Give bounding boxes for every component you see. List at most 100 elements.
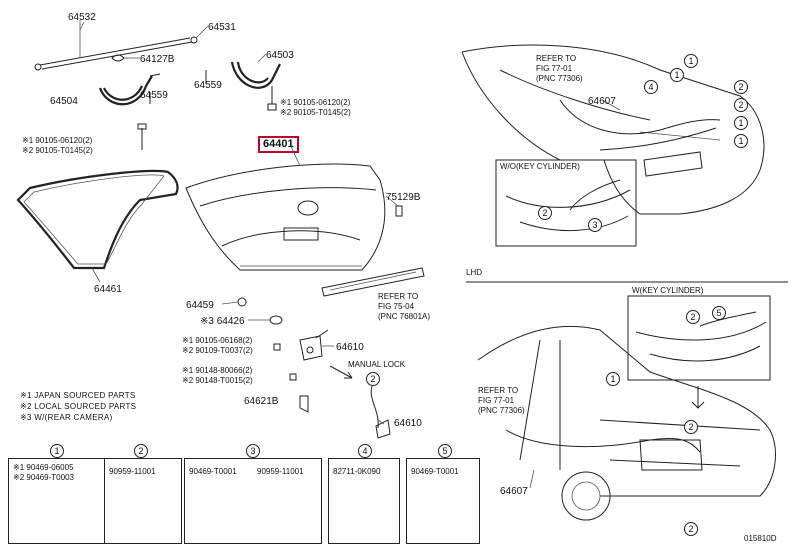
stop-lamp-drawing: [321, 267, 425, 297]
clip-box-2-callout: 2: [134, 444, 148, 458]
ref-mid-line1: REFER TO: [378, 292, 419, 301]
ref-mid-line2: FIG 75-04: [378, 302, 415, 311]
bolt-low-1-label: ※1 90148-80066(2): [182, 366, 253, 375]
clip-box-2: 90959-11001: [104, 458, 182, 544]
bolt-mid-1-label: ※1 90105-06168(2): [182, 336, 253, 345]
inset-arrow: [691, 386, 705, 409]
clip-box-1-code-1: ※1 90469-06005: [13, 463, 74, 472]
ref-top-line1: REFER TO: [536, 54, 577, 63]
clip-box-3-code-2: 90959-11001: [257, 467, 304, 476]
callout-1-upper-b: 1: [684, 54, 698, 68]
clip-box-5-callout: 5: [438, 444, 452, 458]
clip-box-1-callout: 1: [50, 444, 64, 458]
ref-low-line2: FIG 77-01: [478, 396, 515, 405]
bolt-left-drawing: [137, 123, 147, 150]
part-64127b-label: 64127B: [140, 54, 175, 65]
trunk-lid-drawing: [185, 163, 386, 271]
part-64531-label: 64531: [208, 22, 236, 33]
bolt-left-2-label: ※2 90105-T0145(2): [22, 146, 93, 155]
inset-w-key-frame: [627, 295, 771, 381]
part-64459-label: 64459: [186, 300, 214, 311]
handle-64621b-drawing: [299, 395, 309, 413]
clip-box-1: ※1 90469-06005 ※2 90469-T0003: [8, 458, 120, 544]
part-64559-left-label: 64559: [140, 90, 168, 101]
inset-wo-key-frame: [495, 159, 637, 247]
weatherstrip-64461-drawing: [16, 169, 179, 270]
legend-line-2: ※2 LOCAL SOURCED PARTS: [20, 402, 137, 411]
bolt-low-2-label: ※2 90148-T0015(2): [182, 376, 253, 385]
callout-1-upper-a: 1: [670, 68, 684, 82]
callout-2-w-key: 2: [686, 310, 700, 324]
clip-box-3-callout: 3: [246, 444, 260, 458]
leader-lines: [79, 21, 621, 489]
ref-low-line1: REFER TO: [478, 386, 519, 395]
part-64607-label-lower: 64607: [500, 486, 528, 497]
legend-line-1: ※1 JAPAN SOURCED PARTS: [20, 391, 136, 400]
manual-lock-arrow: [329, 365, 353, 379]
callout-2-wo-key: 2: [538, 206, 552, 220]
manual-lock-label: MANUAL LOCK: [348, 360, 406, 369]
clip-box-3-code-1: 90469-T0001: [189, 467, 237, 476]
callout-5-w-key: 5: [712, 306, 726, 320]
callout-2-upper-b: 2: [734, 98, 748, 112]
part-64461-label: 64461: [94, 284, 122, 295]
ref-low-line3: (PNC 77306): [478, 406, 525, 415]
bumper-64459-drawing: [237, 297, 247, 307]
manual-lock-cable-drawing: [370, 385, 391, 439]
part-64621b-label: 64621B: [244, 396, 279, 407]
clip-64127b-drawing: [111, 54, 140, 62]
part-64532-label: 64532: [68, 12, 96, 23]
inset-w-key-drawing: [635, 311, 767, 362]
inset-wo-key-drawing: [505, 179, 631, 231]
part-75129b-label: 75129B: [386, 192, 421, 203]
part-64610-label-lower: 64610: [394, 418, 422, 429]
car-view-upper-drawing: [461, 44, 765, 215]
part-64559-right-label: 64559: [194, 80, 222, 91]
bolt-left-1-label: ※1 90105-06120(2): [22, 136, 93, 145]
callout-1-lower: 1: [606, 372, 620, 386]
callout-2-lower-a: 2: [684, 420, 698, 434]
clip-box-4-code-1: 82711-0K090: [333, 467, 381, 476]
bolt-low-drawing: [289, 373, 297, 381]
legend-line-3: ※3 W/(REAR CAMERA): [20, 413, 113, 422]
bolt-right-2-label: ※2 90105-T0145(2): [280, 108, 351, 117]
car-view-lower-drawing: [477, 325, 776, 521]
clip-box-3: 90469-T0001 90959-11001: [184, 458, 322, 544]
hinge-64503-drawing: [230, 61, 281, 111]
clip-box-2-code-1: 90959-11001: [109, 467, 156, 476]
hinge-64504-drawing: [98, 73, 161, 106]
ref-top-line3: (PNC 77306): [536, 74, 583, 83]
bolt-mid-2-label: ※2 90109-T0037(2): [182, 346, 253, 355]
part-64607-label-upper: 64607: [588, 96, 616, 107]
lock-64610-drawing: [299, 329, 329, 361]
part-64426-label: ※3 64426: [200, 316, 245, 327]
callout-1-upper-d: 1: [734, 134, 748, 148]
bolt-right-1-label: ※1 90105-06120(2): [280, 98, 351, 107]
ref-mid-line3: (PNC 76801A): [378, 312, 431, 321]
callout-1-upper-c: 1: [734, 116, 748, 130]
part-64503-label: 64503: [266, 50, 294, 61]
callout-3-wo-key: 3: [588, 218, 602, 232]
part-64610-label-upper: 64610: [336, 342, 364, 353]
clip-box-4-callout: 4: [358, 444, 372, 458]
callout-2-manual-lock: 2: [366, 372, 380, 386]
emblem-clip-75129b-drawing: [395, 205, 403, 217]
bolt-mid-drawing: [273, 343, 281, 351]
inset-wo-key-label: W/O(KEY CYLINDER): [500, 162, 580, 171]
inset-w-key-label: W(KEY CYLINDER): [632, 286, 704, 295]
ref-top-line2: FIG 77-01: [536, 64, 573, 73]
grommet-64426-drawing: [269, 315, 283, 325]
part-64401-label: 64401: [258, 136, 299, 153]
diagram-id: 015810D: [744, 534, 777, 543]
clip-box-4: 82711-0K090: [328, 458, 400, 544]
clip-box-5: 90469-T0001: [406, 458, 480, 544]
lhd-label: LHD: [466, 268, 483, 277]
part-64504-label: 64504: [50, 96, 78, 107]
callout-4-upper: 4: [644, 80, 658, 94]
callout-2-upper-a: 2: [734, 80, 748, 94]
clip-box-1-code-2: ※2 90469-T0003: [13, 473, 74, 482]
clip-box-5-code-1: 90469-T0001: [411, 467, 459, 476]
callout-2-lower-b: 2: [684, 522, 698, 536]
